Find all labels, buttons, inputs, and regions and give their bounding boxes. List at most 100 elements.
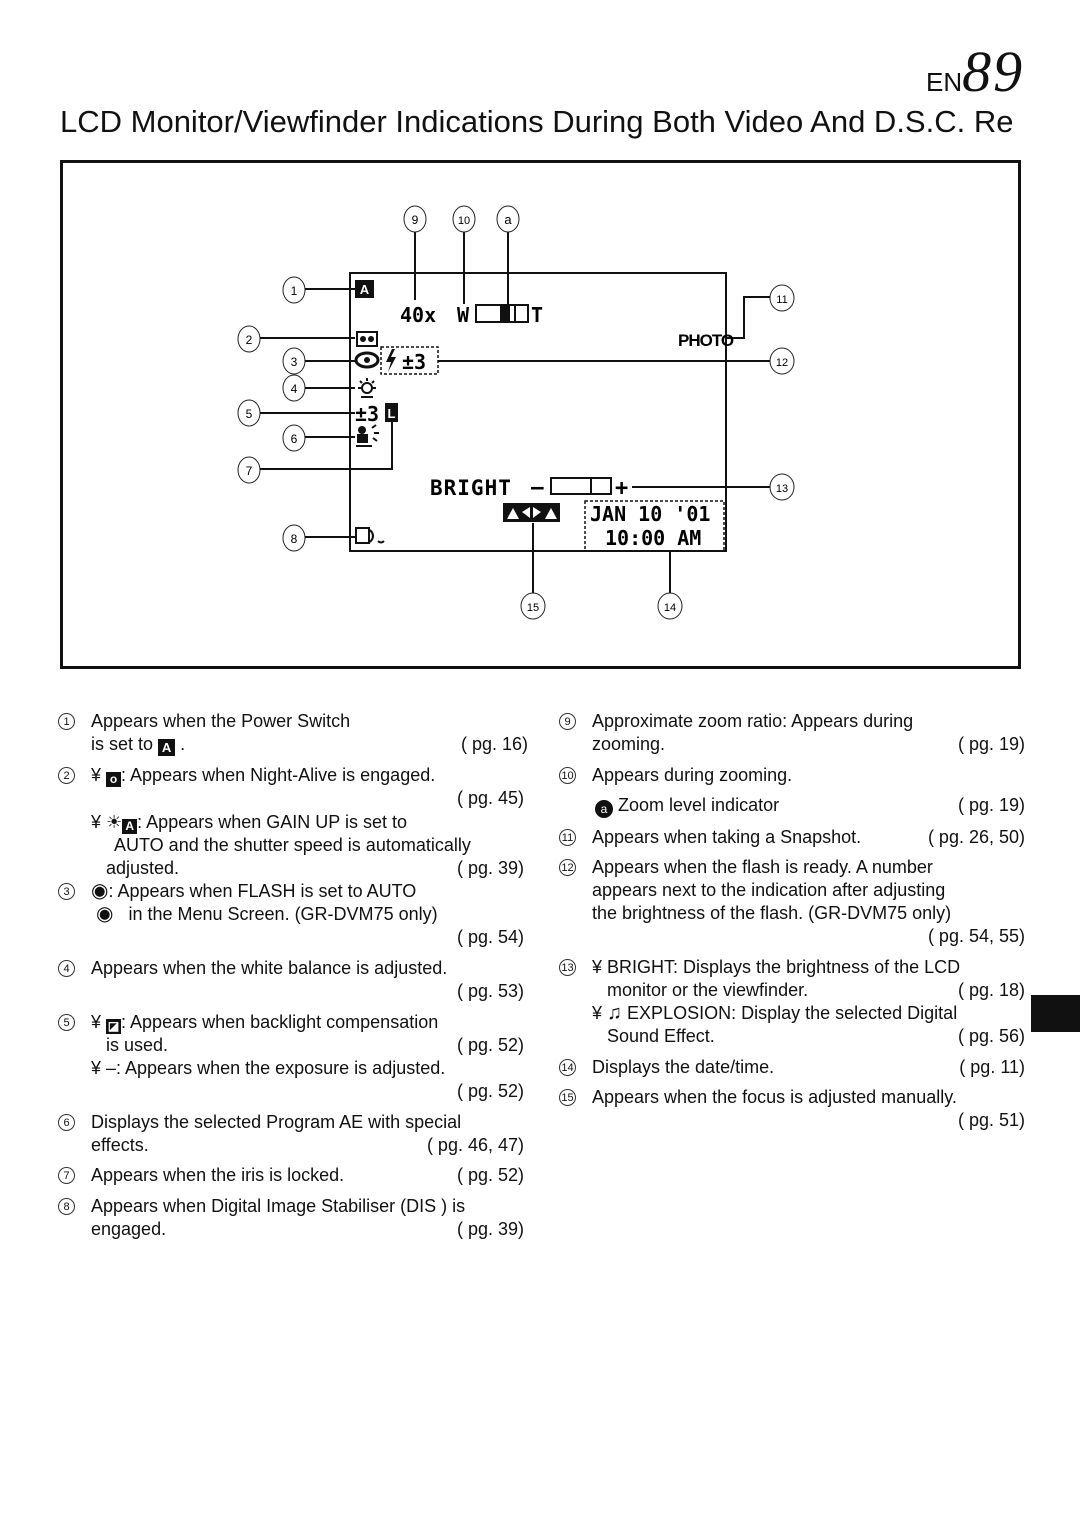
callout-14: 14 xyxy=(657,550,683,620)
page-ref: ( pg. 18) xyxy=(957,980,1025,1000)
flash-box xyxy=(380,346,439,375)
page-ref: ( pg. 39) xyxy=(456,1219,524,1239)
svg-text:13: 13 xyxy=(776,483,788,495)
night-alive-icon xyxy=(356,331,378,347)
svg-text:8: 8 xyxy=(291,532,298,546)
exposure-level: ±3 xyxy=(355,402,379,426)
page-ref: ( pg. 51) xyxy=(957,1110,1025,1130)
list-item-5: 5 ¥ ◪: Appears when backlight compensati… xyxy=(58,1011,524,1106)
flash-level: ±3 xyxy=(402,350,426,374)
page-ref: ( pg. 54) xyxy=(456,927,524,947)
gain-up-icon: ☀ xyxy=(106,812,123,832)
list-item-10: 10 Appears during zooming. a Zoom level … xyxy=(559,764,1025,818)
page-ref: ( pg. 11) xyxy=(959,1057,1025,1077)
item-number: 12 xyxy=(559,859,576,876)
page-title: LCD Monitor/Viewfinder Indications Durin… xyxy=(60,104,1014,139)
svg-text:11: 11 xyxy=(776,294,787,306)
svg-text:2: 2 xyxy=(246,333,253,347)
page-ref: ( pg. 52) xyxy=(456,1035,524,1055)
callout-1: 1 xyxy=(282,276,355,304)
dis-icon xyxy=(355,527,385,544)
section-tab-marker xyxy=(1031,995,1080,1032)
list-item-14: 14 Displays the date/time. ( pg. 11) xyxy=(559,1056,1025,1081)
callout-4: 4 xyxy=(282,374,355,402)
page-ref: ( pg. 19) xyxy=(957,795,1025,815)
page-ref: ( pg. 53) xyxy=(456,981,524,1001)
callout-7: 7 xyxy=(237,422,393,484)
lcd-diagram: 9 10 a 1 2 3 4 5 6 xyxy=(237,205,795,620)
callout-6: 6 xyxy=(282,424,355,452)
callout-8: 8 xyxy=(282,524,355,552)
list-item-9: 9 Approximate zoom ratio: Appears during… xyxy=(559,710,1025,758)
svg-text:15: 15 xyxy=(527,602,539,614)
page-ref: ( pg. 54, 55) xyxy=(927,926,1025,946)
bright-plus: + xyxy=(615,476,628,501)
svg-text:4: 4 xyxy=(291,382,298,396)
page-ref: ( pg. 19) xyxy=(957,734,1025,754)
item-number: 5 xyxy=(58,1014,75,1031)
svg-text:12: 12 xyxy=(776,357,788,369)
callout-15: 15 xyxy=(520,523,546,620)
item-number: 10 xyxy=(559,767,576,784)
callout-9: 9 xyxy=(403,205,427,300)
item-number: 2 xyxy=(58,767,75,784)
focus-icon xyxy=(503,503,560,522)
zoom-ratio: 40x xyxy=(400,303,436,327)
flash-eye-icon: ◉ xyxy=(91,880,109,902)
svg-text:L: L xyxy=(388,406,396,421)
list-item-13: 13 ¥ BRIGHT: Displays the brightness of … xyxy=(559,956,1025,1051)
list-item-6: 6 Displays the selected Program AE with … xyxy=(58,1111,524,1159)
item-number: 13 xyxy=(559,959,576,976)
item-number: 1 xyxy=(58,713,75,730)
list-item-12: 12 Appears when the flash is ready. A nu… xyxy=(559,856,1025,951)
page-number-prefix: EN xyxy=(926,67,963,97)
date-display: JAN 10 '01 xyxy=(590,502,710,526)
svg-text:14: 14 xyxy=(664,602,676,614)
flash-eye-icon xyxy=(354,351,380,369)
item-number: 11 xyxy=(559,829,576,846)
music-note-icon: ♫ xyxy=(607,1002,623,1024)
time-display: 10:00 AM xyxy=(605,526,701,550)
flash-eye-icon: ◉ xyxy=(96,903,114,925)
item-number: 3 xyxy=(58,883,75,900)
list-item-7: 7 Appears when the iris is locked. ( pg.… xyxy=(58,1164,524,1189)
bright-bar xyxy=(550,477,612,495)
callout-13: 13 xyxy=(632,473,795,501)
diagram-frame xyxy=(60,160,1021,669)
list-item-2: 2 ¥ o: Appears when Night-Alive is engag… xyxy=(58,764,534,882)
page-ref: ( pg. 52) xyxy=(456,1081,524,1101)
svg-text:5: 5 xyxy=(246,407,253,421)
item-number: 14 xyxy=(559,1059,576,1076)
iris-lock-icon: L xyxy=(385,403,398,422)
list-item-4: 4 Appears when the white balance is adju… xyxy=(58,957,524,1005)
callout-3: 3 xyxy=(282,347,355,375)
bright-minus: – xyxy=(531,475,544,499)
night-alive-icon: o xyxy=(106,772,122,787)
zoom-w-label: W xyxy=(457,303,470,327)
item-number: 7 xyxy=(58,1167,75,1184)
item-number: 9 xyxy=(559,713,576,730)
page-ref: ( pg. 56) xyxy=(957,1026,1025,1046)
page-ref: ( pg. 16) xyxy=(460,734,528,754)
callout-10: 10 xyxy=(452,205,476,304)
callout-a: a xyxy=(496,205,520,304)
list-item-3: 3 ◉: Appears when FLASH is set to AUTO ◉… xyxy=(58,880,524,950)
item-number: 6 xyxy=(58,1114,75,1131)
svg-text:7: 7 xyxy=(246,464,253,478)
svg-text:9: 9 xyxy=(412,213,419,227)
svg-text:a: a xyxy=(504,212,512,227)
page-ref: ( pg. 26, 50) xyxy=(927,827,1025,847)
svg-text:1: 1 xyxy=(291,284,298,298)
photo-indicator: PHOTO xyxy=(678,331,734,350)
callout-11: 11 xyxy=(726,284,795,339)
page-ref: ( pg. 45) xyxy=(456,788,524,808)
auto-mode-icon: A xyxy=(122,819,138,834)
item-number: 8 xyxy=(58,1198,75,1215)
page-ref: ( pg. 39) xyxy=(456,858,524,878)
list-item-8: 8 Appears when Digital Image Stabiliser … xyxy=(58,1195,524,1243)
list-item-11: 11 Appears when taking a Snapshot. ( pg.… xyxy=(559,826,1025,851)
list-item-1: 1 Appears when the Power Switch is set t… xyxy=(58,710,528,758)
zoom-t-label: T xyxy=(531,303,543,327)
white-balance-icon xyxy=(358,378,376,398)
svg-text:3: 3 xyxy=(291,355,298,369)
